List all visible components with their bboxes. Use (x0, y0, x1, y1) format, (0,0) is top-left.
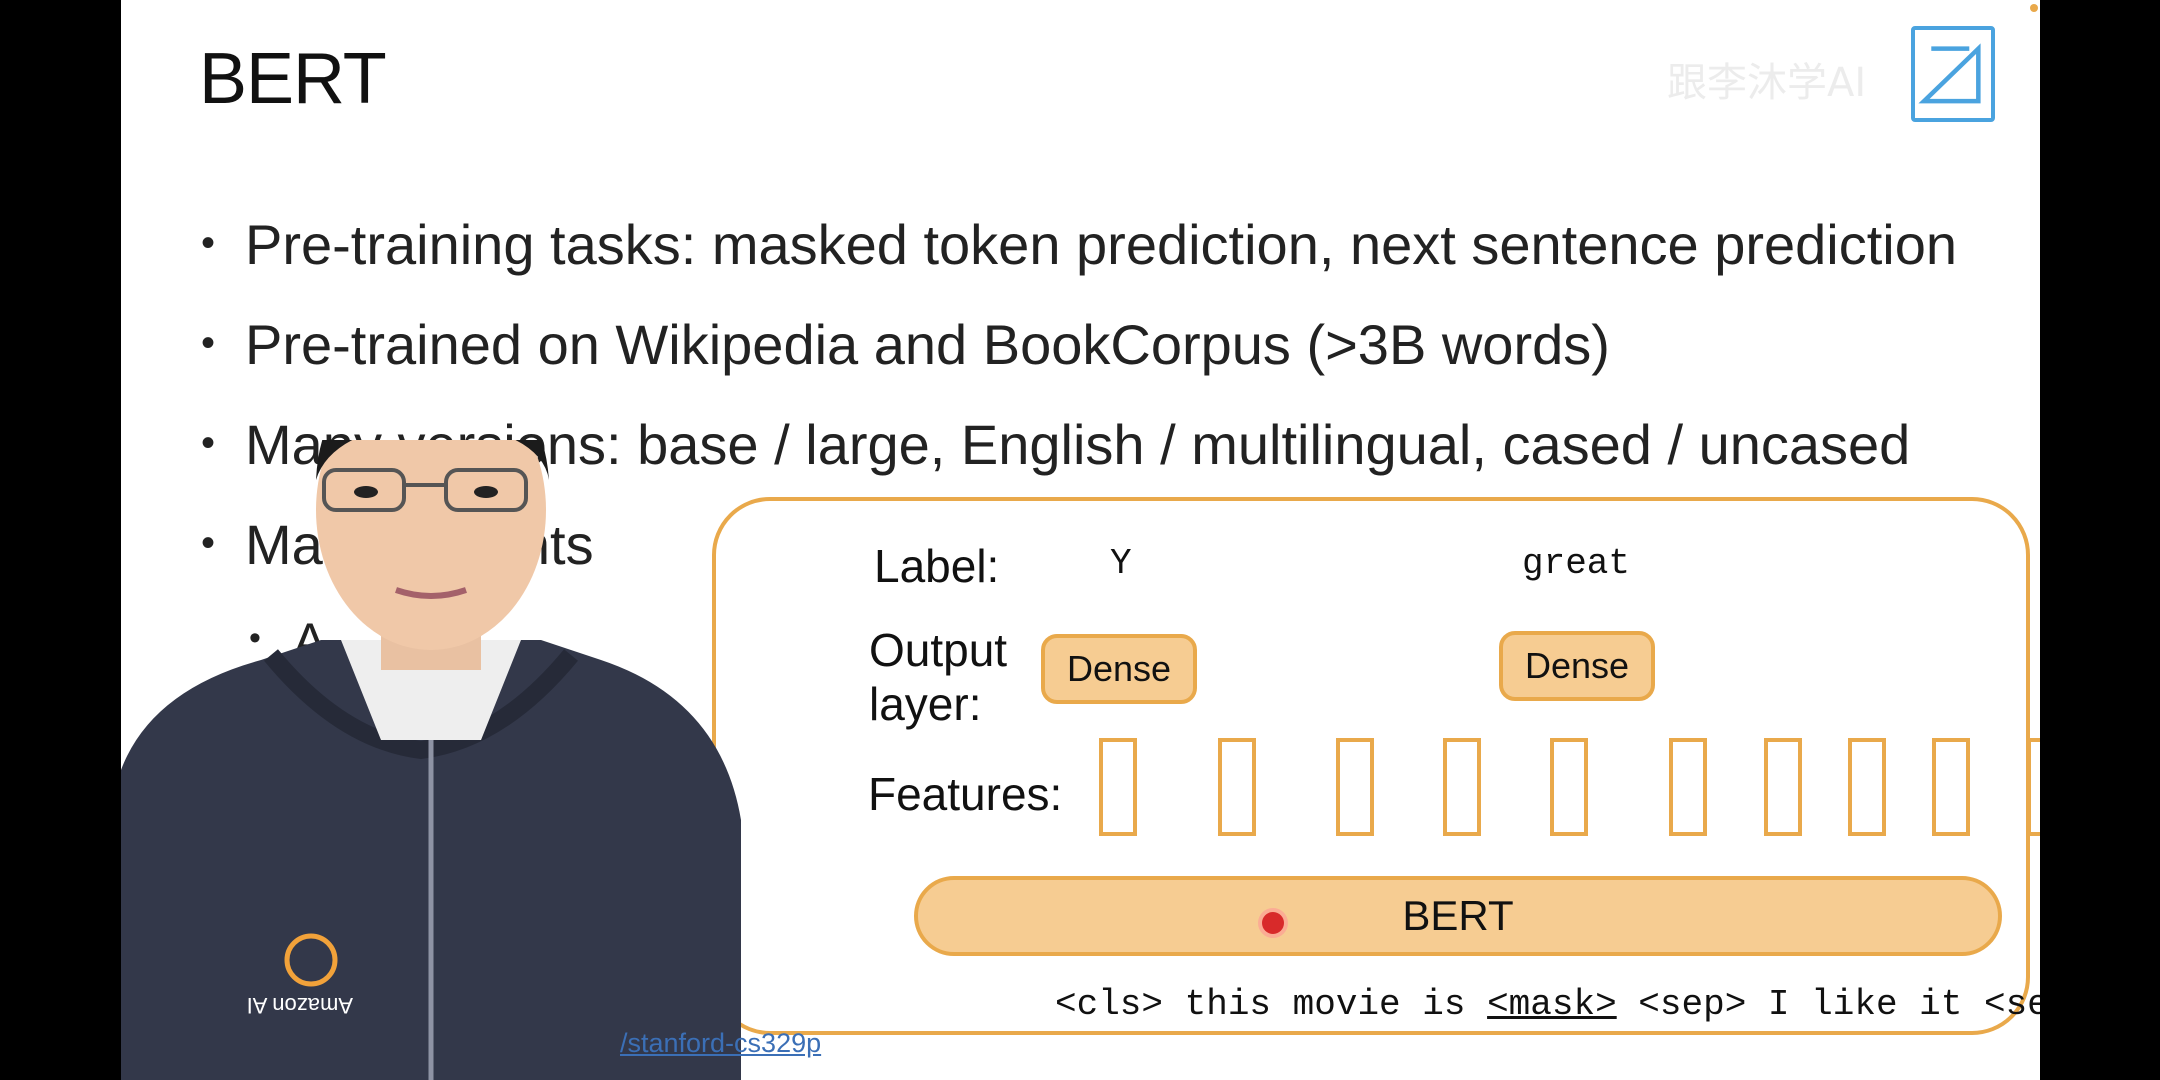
presenter-video: Amazon AI (121, 365, 741, 1080)
tokens-after-mask: <sep> I like it <sep> (1638, 984, 2040, 1025)
output-layer-label: Output layer: (869, 623, 1007, 732)
output-layer-line2: layer: (869, 678, 982, 731)
bilibili-logo-icon (1911, 26, 1995, 122)
feature-box (1669, 738, 1707, 836)
label-great: great (1522, 543, 1631, 584)
feature-box (2027, 738, 2040, 836)
svg-text:Amazon AI: Amazon AI (247, 993, 353, 1018)
presenter-figure-icon: Amazon AI (121, 365, 741, 1080)
slide-title: BERT (199, 39, 387, 119)
bullet-text: Pre-training tasks: masked token predict… (245, 213, 1958, 276)
input-tokens: <cls> this movie is <mask> <sep> I like … (1055, 984, 2040, 1025)
feature-box (1218, 738, 1256, 836)
laser-pointer-icon (1262, 912, 1284, 934)
feature-box (1764, 738, 1802, 836)
corner-dot (2030, 4, 2038, 12)
label-row-label: Label: (874, 540, 1000, 592)
bert-diagram: Label: Y great Output layer: Dense Dense… (712, 497, 2040, 1035)
sub-bullet-dot: • (249, 619, 261, 658)
feature-box (1099, 738, 1137, 836)
feature-box (1550, 738, 1588, 836)
dense-box-cls: Dense (1041, 634, 1197, 704)
bullet-dot: • (201, 420, 216, 465)
watermark-text: 跟李沐学AI (1667, 60, 1867, 106)
bullet-pretrained-corpus: • Pre-trained on Wikipedia and BookCorpus… (201, 312, 1610, 377)
mask-token: <mask> (1487, 984, 1617, 1025)
feature-box (1336, 738, 1374, 836)
feature-box (1848, 738, 1886, 836)
bullet-dot: • (201, 520, 216, 565)
feature-box (1443, 738, 1481, 836)
dense-box-mask: Dense (1499, 631, 1655, 701)
course-link[interactable]: /stanford-cs329p (620, 1028, 822, 1058)
features-label: Features: (868, 768, 1063, 820)
bullet-dot: • (201, 220, 216, 265)
bullet-dot: • (201, 320, 216, 365)
bert-encoder-bar: BERT (914, 876, 2002, 956)
tokens-before-mask: <cls> this movie is (1055, 984, 1488, 1025)
bullet-pretraining-tasks: • Pre-training tasks: masked token predic… (201, 212, 1957, 277)
label-y: Y (1110, 543, 1132, 584)
feature-box (1932, 738, 1970, 836)
bullet-text: Pre-trained on Wikipedia and BookCorpus … (245, 313, 1610, 376)
output-layer-line1: Output (869, 624, 1008, 676)
